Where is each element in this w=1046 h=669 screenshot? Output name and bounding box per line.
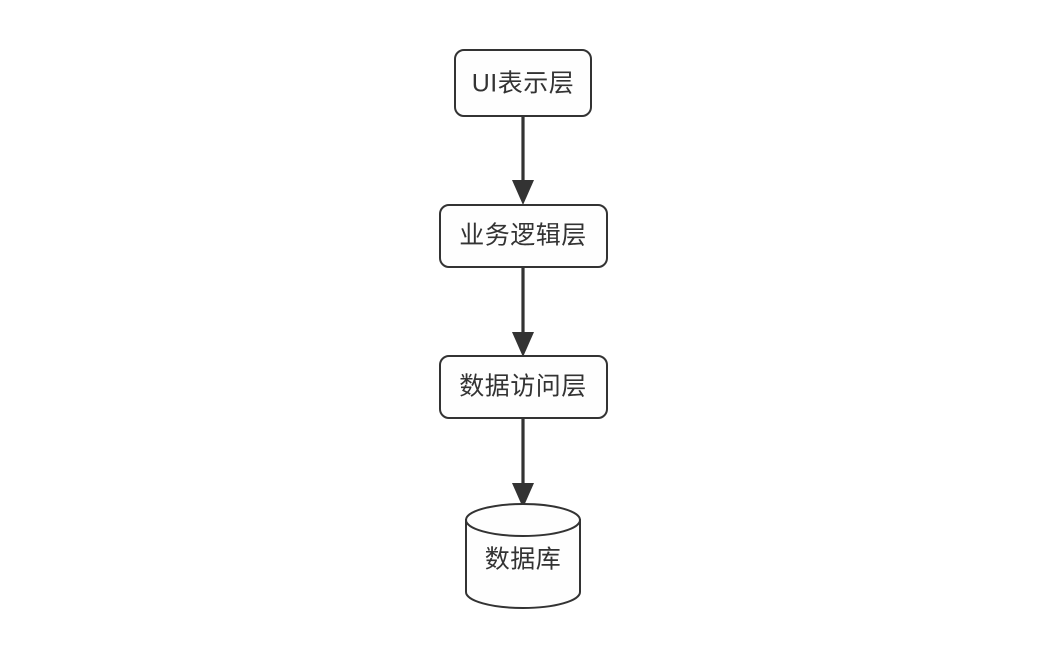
database-cylinder-body bbox=[465, 519, 581, 609]
node-business-logic-layer-label: 业务逻辑层 bbox=[459, 222, 587, 250]
node-ui-layer[interactable]: UI表示层 bbox=[454, 49, 592, 117]
node-ui-layer-shape bbox=[454, 49, 592, 117]
node-business-logic-layer-shape bbox=[439, 204, 608, 268]
node-data-access-layer-shape bbox=[439, 355, 608, 419]
edge-business-to-data bbox=[512, 267, 534, 357]
edge-ui-to-business bbox=[512, 114, 534, 205]
node-database[interactable]: 数据库 bbox=[465, 503, 581, 609]
edge-data-to-database bbox=[512, 417, 534, 508]
node-ui-layer-label: UI表示层 bbox=[472, 70, 575, 98]
node-business-logic-layer[interactable]: 业务逻辑层 bbox=[439, 204, 608, 268]
node-data-access-layer[interactable]: 数据访问层 bbox=[439, 355, 608, 419]
node-data-access-layer-label: 数据访问层 bbox=[459, 373, 587, 401]
node-database-label: 数据库 bbox=[485, 546, 562, 574]
database-cylinder-top bbox=[465, 503, 581, 537]
